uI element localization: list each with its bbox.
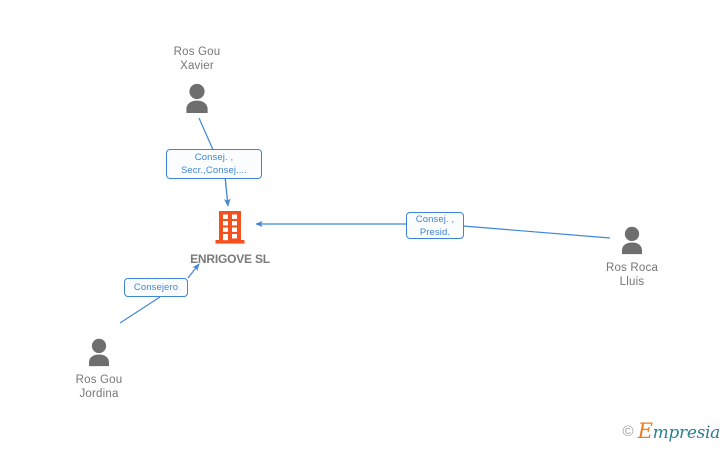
edge-jordina-upper [187,263,200,279]
edge-xavier-lower [223,175,231,207]
person-node-ros-gou-xavier[interactable]: Ros Gou Xavier [137,46,257,115]
person-node-ros-gou-jordina[interactable]: Ros Gou Jordina [39,336,159,401]
brand-wordmark: Empresia [637,419,721,443]
relation-label-line-2: Presid. [419,226,451,238]
relation-label-ros-gou-jordina[interactable]: Consejero [124,278,188,297]
person-icon [89,338,109,367]
person-node-ros-roca-lluis[interactable]: Ros Roca Lluis [572,224,692,289]
relation-label-line-1: Consej. , [194,152,234,163]
brand-rest: mpresia [652,423,721,443]
relation-label-ros-gou-xavier[interactable]: Consej. , Secr.,Consej.... [166,149,262,179]
building-icon [215,211,245,244]
person-label: Ros Roca Lluis [605,262,659,288]
relation-label-line-1: Consej. , [415,213,455,225]
person-icon [622,226,642,255]
brand-initial: E [637,419,653,443]
company-node-enrigove-sl[interactable]: ENRIGOVE SL [150,209,310,266]
person-label: Ros Gou Jordina [75,374,123,400]
company-label: ENRIGOVE SL [190,252,270,266]
copyright-icon: © [622,423,634,440]
person-icon [186,83,208,113]
relation-label-ros-roca-lluis[interactable]: Consej. , Presid. [406,212,464,239]
person-label: Ros Gou Xavier [173,46,221,72]
relation-label-line-2: Secr.,Consej.... [180,165,248,176]
watermark: © Empresia [622,419,721,443]
edge-xavier-upper [198,117,215,153]
edge-jordina-lower [119,296,161,324]
relation-label-line-1: Consejero [133,282,179,293]
